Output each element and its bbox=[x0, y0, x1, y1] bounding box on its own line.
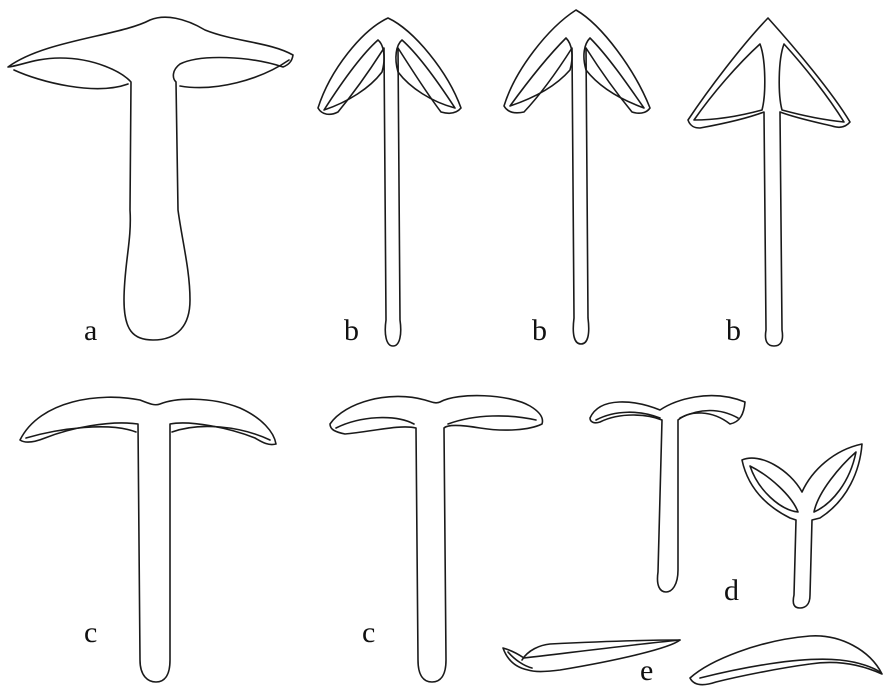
label-b-1: b bbox=[344, 316, 359, 346]
sclerite-e-2 bbox=[690, 636, 882, 685]
sclerite-b-3 bbox=[688, 18, 850, 346]
sclerite-b-2 bbox=[504, 10, 650, 344]
sclerite-b-1 bbox=[318, 18, 461, 346]
sclerite-e-1 bbox=[503, 640, 680, 672]
label-d: d bbox=[724, 576, 739, 606]
label-c-2: c bbox=[362, 618, 375, 648]
label-a: a bbox=[84, 316, 97, 346]
label-c-1: c bbox=[84, 618, 97, 648]
label-e: e bbox=[640, 656, 653, 686]
sclerite-d-1 bbox=[590, 396, 745, 592]
label-b-3: b bbox=[726, 316, 741, 346]
sclerite-c-1 bbox=[20, 397, 276, 682]
sclerite-a bbox=[8, 17, 293, 340]
label-b-2: b bbox=[532, 316, 547, 346]
sclerite-d-2 bbox=[742, 444, 862, 608]
